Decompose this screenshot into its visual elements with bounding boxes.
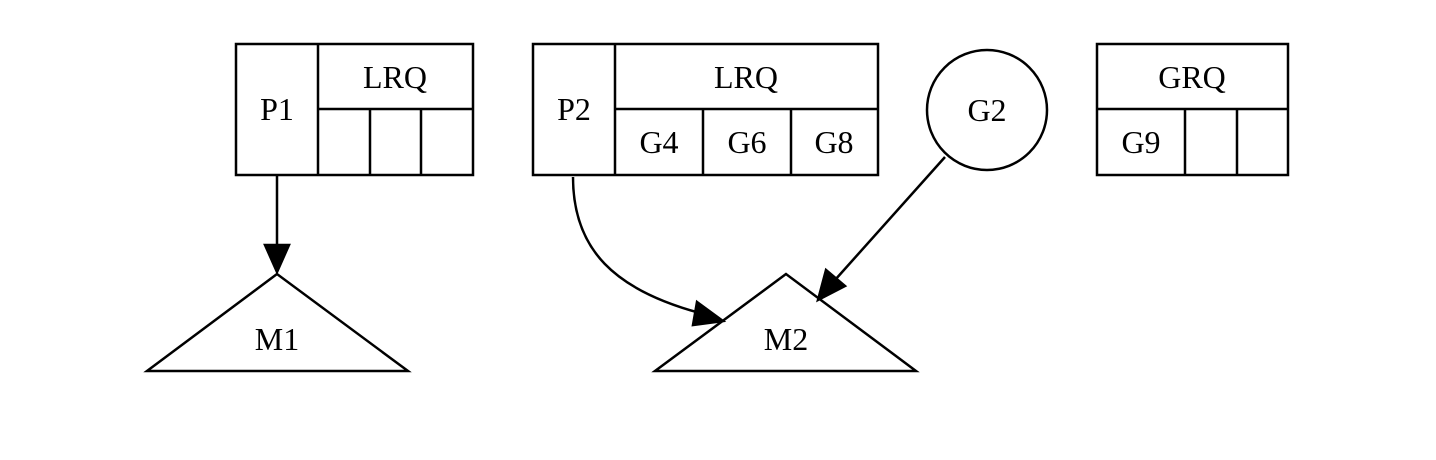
arrowhead-m2-from-p2 [691,299,727,327]
grq-node [1095,42,1290,177]
p2-node [531,42,880,177]
grq-queue-label: GRQ [1158,59,1226,95]
p2-label: P2 [557,91,591,127]
p2-slot-g4: G4 [639,124,678,160]
m2-label: M2 [764,321,808,357]
arrowhead-m2-from-g2 [816,267,848,303]
p1-label: P1 [260,91,294,127]
p2-slot-g8: G8 [814,124,853,160]
p2-slot-g6: G6 [727,124,766,160]
p1-queue-label: LRQ [363,59,427,95]
g2-node [925,48,1049,172]
m1-label: M1 [255,321,299,357]
arrowhead-m1 [263,243,291,276]
p2-queue-label: LRQ [714,59,778,95]
g2-label: G2 [967,92,1006,128]
m1-node [143,272,412,373]
edge-g2-m2 [834,156,946,281]
edge-p2-m2 [571,176,701,315]
grq-slot-g9: G9 [1121,124,1160,160]
p1-node [234,42,475,177]
